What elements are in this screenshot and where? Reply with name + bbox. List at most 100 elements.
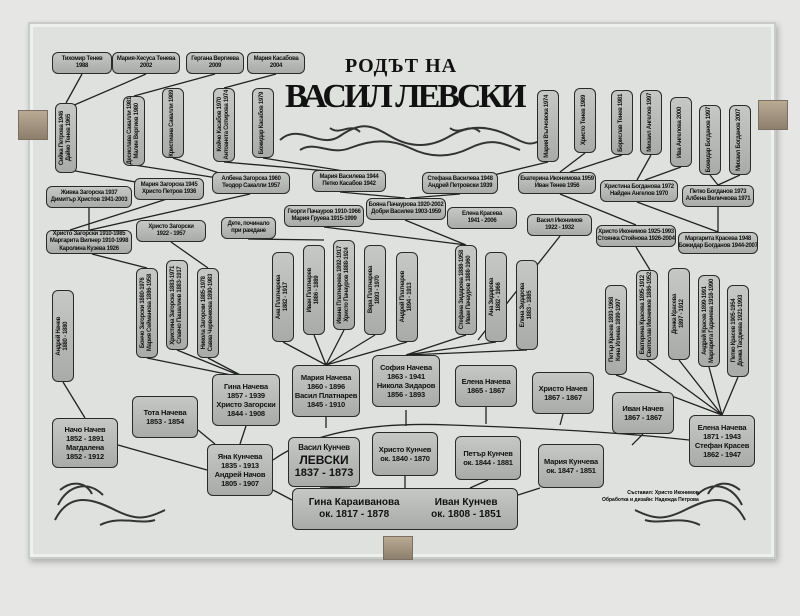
person-box: Мария Василева 1944 Петко Касабов 1942 <box>312 170 386 192</box>
levski-years: 1837 - 1873 <box>294 467 354 480</box>
person-box: Мария Кунчева ок. 1847 - 1851 <box>538 444 604 488</box>
person-box: Христо Кунчев ок. 1840 - 1870 <box>372 432 438 476</box>
person-box: Мария Касабова 2004 <box>247 52 305 74</box>
person-label: Елена Начева 1865 - 1867 <box>461 377 511 395</box>
person-box: Елена Начева 1865 - 1867 <box>455 365 517 407</box>
person-box: Христо Загорски 1922 - 1957 <box>136 220 206 242</box>
person-label: Стефана Зидарова 1888-1958 Иван Пачауров… <box>458 250 472 330</box>
person-box: Христо Тенев 1989 <box>574 88 596 153</box>
title-line1: РОДЪТ НА <box>345 55 458 77</box>
person-label: Христо Начев 1867 - 1867 <box>538 384 588 402</box>
person-label: Петко Красев 1905-1954 Донка Тасджева 19… <box>730 295 744 367</box>
person-label: Гина Начева 1857 - 1939 Христо Загорски … <box>216 382 276 418</box>
credits: Съставил: Христо Иконимов Обработка и ди… <box>602 490 699 503</box>
person-box: Васил Иконимов 1922 - 1932 <box>527 214 592 236</box>
person-box: Мария Загорска 1945 Христо Петров 1936 <box>134 178 204 200</box>
person-box: Гергана Вергиева 2009 <box>186 52 244 74</box>
person-box: Живка Загорска 1937 Димитър Христов 1941… <box>46 186 132 208</box>
person-label: Донка Красева 1897 - 1912 <box>671 293 685 335</box>
person-box: Христина Богданова 1972 Найден Ангелов 1… <box>600 180 678 202</box>
person-box: Яна Кунчева 1835 - 1913 Андрей Начов 180… <box>207 444 273 496</box>
person-label: Екатерина Иконимова 1959 Иван Тенев 1956 <box>520 175 594 189</box>
person-box: Мария Вълчовска 1974 <box>537 90 559 162</box>
person-label: Тота Начева 1853 - 1854 <box>143 408 187 426</box>
person-label: Живка Загорска 1937 Димитър Христов 1941… <box>50 189 128 203</box>
person-box: Ана Платнарева 1882 - 1917 <box>272 252 294 342</box>
person-label: Мария Загорска 1945 Христо Петров 1936 <box>140 181 198 195</box>
levski-name: Васил Кунчев <box>298 443 350 453</box>
person-box: Койчо Касабов 1970 Антоанета Сотирова 19… <box>213 88 235 162</box>
person-box: Стефана Зидарова 1888-1958 Иван Пачауров… <box>455 245 477 335</box>
person-label: Ана Платнарева 1882 - 1917 <box>275 274 289 320</box>
person-label: Мария-Хесуса Тенева 2002 <box>116 55 176 69</box>
person-label: Албена Загорска 1960 Теодор Сакалли 1957 <box>221 175 281 189</box>
person-label: Иван Платнарев 1886 - 1889 <box>306 267 320 313</box>
person-label: Гергана Вергиева 2009 <box>191 55 239 69</box>
mount-clip <box>18 110 48 140</box>
father: Иван Кунчев ок. 1808 - 1851 <box>431 497 502 520</box>
person-box: Петко Красев 1905-1954 Донка Тасджева 19… <box>727 285 749 377</box>
person-label: Стефана Василева 1948 Андрей Петровски 1… <box>427 175 493 189</box>
person-label: Ана Зидарова 1882 - 1966 <box>488 277 502 317</box>
person-label: Вера Платнарева 1893 - 1970 <box>367 266 381 314</box>
person-label: Васил Иконимов 1922 - 1932 <box>536 217 583 231</box>
person-box: Стефана Василева 1948 Андрей Петровски 1… <box>422 172 498 194</box>
person-label: Мария Начева 1860 - 1896 Васил Платнарев… <box>294 373 358 409</box>
person-box: Вера Платнарева 1893 - 1970 <box>364 245 386 335</box>
person-label: Христина Богданова 1972 Найден Ангелов 1… <box>604 183 674 197</box>
person-box: Мария Начева 1860 - 1896 Васил Платнарев… <box>292 365 360 417</box>
person-box: Христо Иконимов 1925-1993 Стоянка Стойно… <box>596 225 676 247</box>
person-label: Ива Ангелова 2000 <box>677 106 684 158</box>
person-label: Петър Кунчев ок. 1844 - 1881 <box>463 449 513 467</box>
person-label: Мария Касабова 2004 <box>253 55 299 69</box>
mother: Гина Караиванова ок. 1817 - 1878 <box>308 497 400 520</box>
person-box: Екатерина Иконимова 1959 Иван Тенев 1956 <box>518 172 596 194</box>
person-box: Иван Начев 1867 - 1867 <box>612 392 674 434</box>
person-box: Ивана Платнарева 1892-1917 Христо Пачаур… <box>333 240 355 330</box>
person-box: Георги Пачауров 1910-1966 Мария Груева 1… <box>284 205 364 227</box>
person-label: Ивана Платнарева 1892-1917 Христо Пачаур… <box>336 246 350 324</box>
person-label: Мария Кунчева ок. 1847 - 1851 <box>543 457 599 475</box>
person-box: Андрей Начев 1880 - 1880 <box>52 290 74 382</box>
person-label: Десислава Сакалли 1981 Малин Вергиев 198… <box>126 97 140 165</box>
person-box: Андрей Платнарев 1894 - 1913 <box>396 252 418 342</box>
person-label: София Начева 1863 - 1941 Никола Зидаров … <box>376 363 436 399</box>
person-label: Борислав Тенев 1981 <box>618 93 625 152</box>
person-label: Христо Тенев 1989 <box>581 95 588 146</box>
person-box: Христо Загорски 1910-1985 Маргарита Вилн… <box>46 230 132 254</box>
person-box: Мария-Хесуса Тенева 2002 <box>112 52 180 74</box>
levski-alias: ЛЕВСКИ <box>299 453 349 467</box>
person-box: Ива Ангелова 2000 <box>670 97 692 167</box>
person-label: Кристиана Сакалли 1989 <box>169 89 176 157</box>
person-label: Христо Кунчев ок. 1840 - 1870 <box>378 445 432 463</box>
person-label: Тихомир Тенев 1988 <box>61 55 103 69</box>
person-label: Елена Зидарова 1883 - 1885 <box>519 282 533 328</box>
mount-clip <box>383 536 413 560</box>
person-box: Елена Начева 1871 - 1943 Стефан Красев 1… <box>689 415 755 467</box>
person-label: Дете, починало при раждане <box>227 220 270 234</box>
person-box: София Начева 1863 - 1941 Никола Зидаров … <box>372 355 440 407</box>
person-box: Елена Красева 1941 - 2006 <box>447 207 517 229</box>
person-box: Михаил Богданов 2007 <box>729 105 751 175</box>
person-box: Албена Загорска 1960 Теодор Сакалли 1957 <box>212 172 290 194</box>
person-box: Десислава Сакалли 1981 Малин Вергиев 198… <box>123 96 145 166</box>
person-box: Андрей Красев 1899-1991 Маргарита Гаджие… <box>698 275 720 367</box>
person-label: Андрей Красев 1899-1991 Маргарита Гаджие… <box>701 279 715 363</box>
person-box: Христина Загорска 1883-1971 Славчо Пашал… <box>166 260 188 350</box>
person-box: Тихомир Тенев 1988 <box>52 52 112 74</box>
person-box: Тота Начева 1853 - 1854 <box>132 396 198 438</box>
person-box: Кристиана Сакалли 1989 <box>162 88 184 158</box>
person-label: Койчо Касабов 1970 Антоанета Сотирова 19… <box>216 90 230 160</box>
person-label: Маргарита Красева 1948 Божидар Богданов … <box>678 235 758 249</box>
person-label: Божидар Касабов 1979 <box>259 91 266 155</box>
person-box: Елена Зидарова 1883 - 1885 <box>516 260 538 350</box>
person-box: Михаил Ангелов 1997 <box>640 90 662 155</box>
person-box: Начо Начев 1852 - 1891 Магдалена 1852 - … <box>52 418 118 468</box>
person-label: Мария Вълчовска 1974 <box>544 94 551 158</box>
person-box: Борислав Тенев 1981 <box>611 90 633 155</box>
person-box: Донка Красева 1897 - 1912 <box>668 268 690 360</box>
person-label: Яна Кунчева 1835 - 1913 Андрей Начов 180… <box>214 452 266 488</box>
person-label: Начо Начев 1852 - 1891 Магдалена 1852 - … <box>64 425 106 461</box>
person-label: Петко Богданов 1973 Албена Величкова 197… <box>685 188 751 202</box>
